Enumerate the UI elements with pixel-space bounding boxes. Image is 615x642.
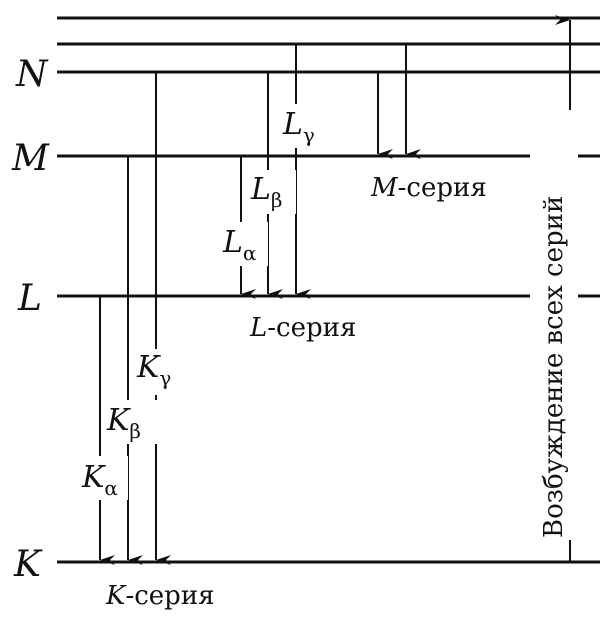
level-N-label: N — [15, 54, 49, 95]
excitation-label: Возбуждение всех серий — [539, 196, 569, 538]
K-series-label: K-серия — [105, 581, 215, 611]
M-series-label: M-серия — [370, 173, 487, 203]
K-beta-label: Kβ — [106, 403, 141, 443]
L-series-label: L-серия — [249, 313, 356, 343]
K-alpha-label: Kα — [81, 460, 118, 500]
L-gamma-label: Lγ — [282, 107, 315, 147]
level-K-label: K — [13, 544, 43, 585]
L-alpha-label: Lα — [222, 225, 256, 265]
K-gamma-label: Kγ — [136, 350, 171, 390]
L-beta-label: Lβ — [250, 172, 282, 212]
level-M-label: M — [11, 138, 50, 179]
level-L-label: L — [17, 278, 42, 319]
